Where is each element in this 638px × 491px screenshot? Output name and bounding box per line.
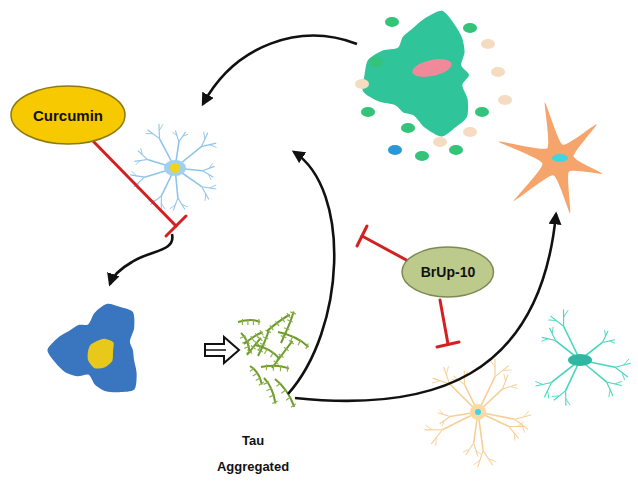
cycle-arrow (295, 214, 556, 401)
inhibition-line (362, 236, 410, 262)
resting-astrocyte (424, 359, 531, 467)
drug-ellipse: BrUp-10 (401, 246, 495, 298)
cell-label: Tau Aggregated (207, 428, 299, 480)
hollow-arrow (205, 337, 239, 363)
inhibition-bar (437, 342, 459, 347)
tangle-neuron (47, 304, 136, 393)
reactive-astrocyte (499, 102, 603, 213)
drug-ellipse: Curcumin (10, 85, 126, 145)
resting-microglia (535, 309, 630, 405)
cycle-arrow (288, 152, 334, 394)
inhibition-bar (166, 216, 186, 236)
healthy-neuron (130, 124, 216, 211)
cycle-arrow (110, 234, 172, 284)
tau-fibrils (238, 311, 309, 407)
inhibition-bar (357, 226, 367, 246)
inhibition-line (440, 300, 448, 344)
inhibition-line (92, 140, 176, 226)
inhibition-lines (92, 140, 459, 347)
activated-microglia (355, 11, 512, 161)
drug-name: Curcumin (33, 107, 103, 124)
cell-illustrations (47, 11, 630, 468)
cycle-arrow (203, 36, 357, 104)
cycle-arrows (110, 36, 556, 401)
drug-name: BrUp-10 (421, 264, 475, 280)
